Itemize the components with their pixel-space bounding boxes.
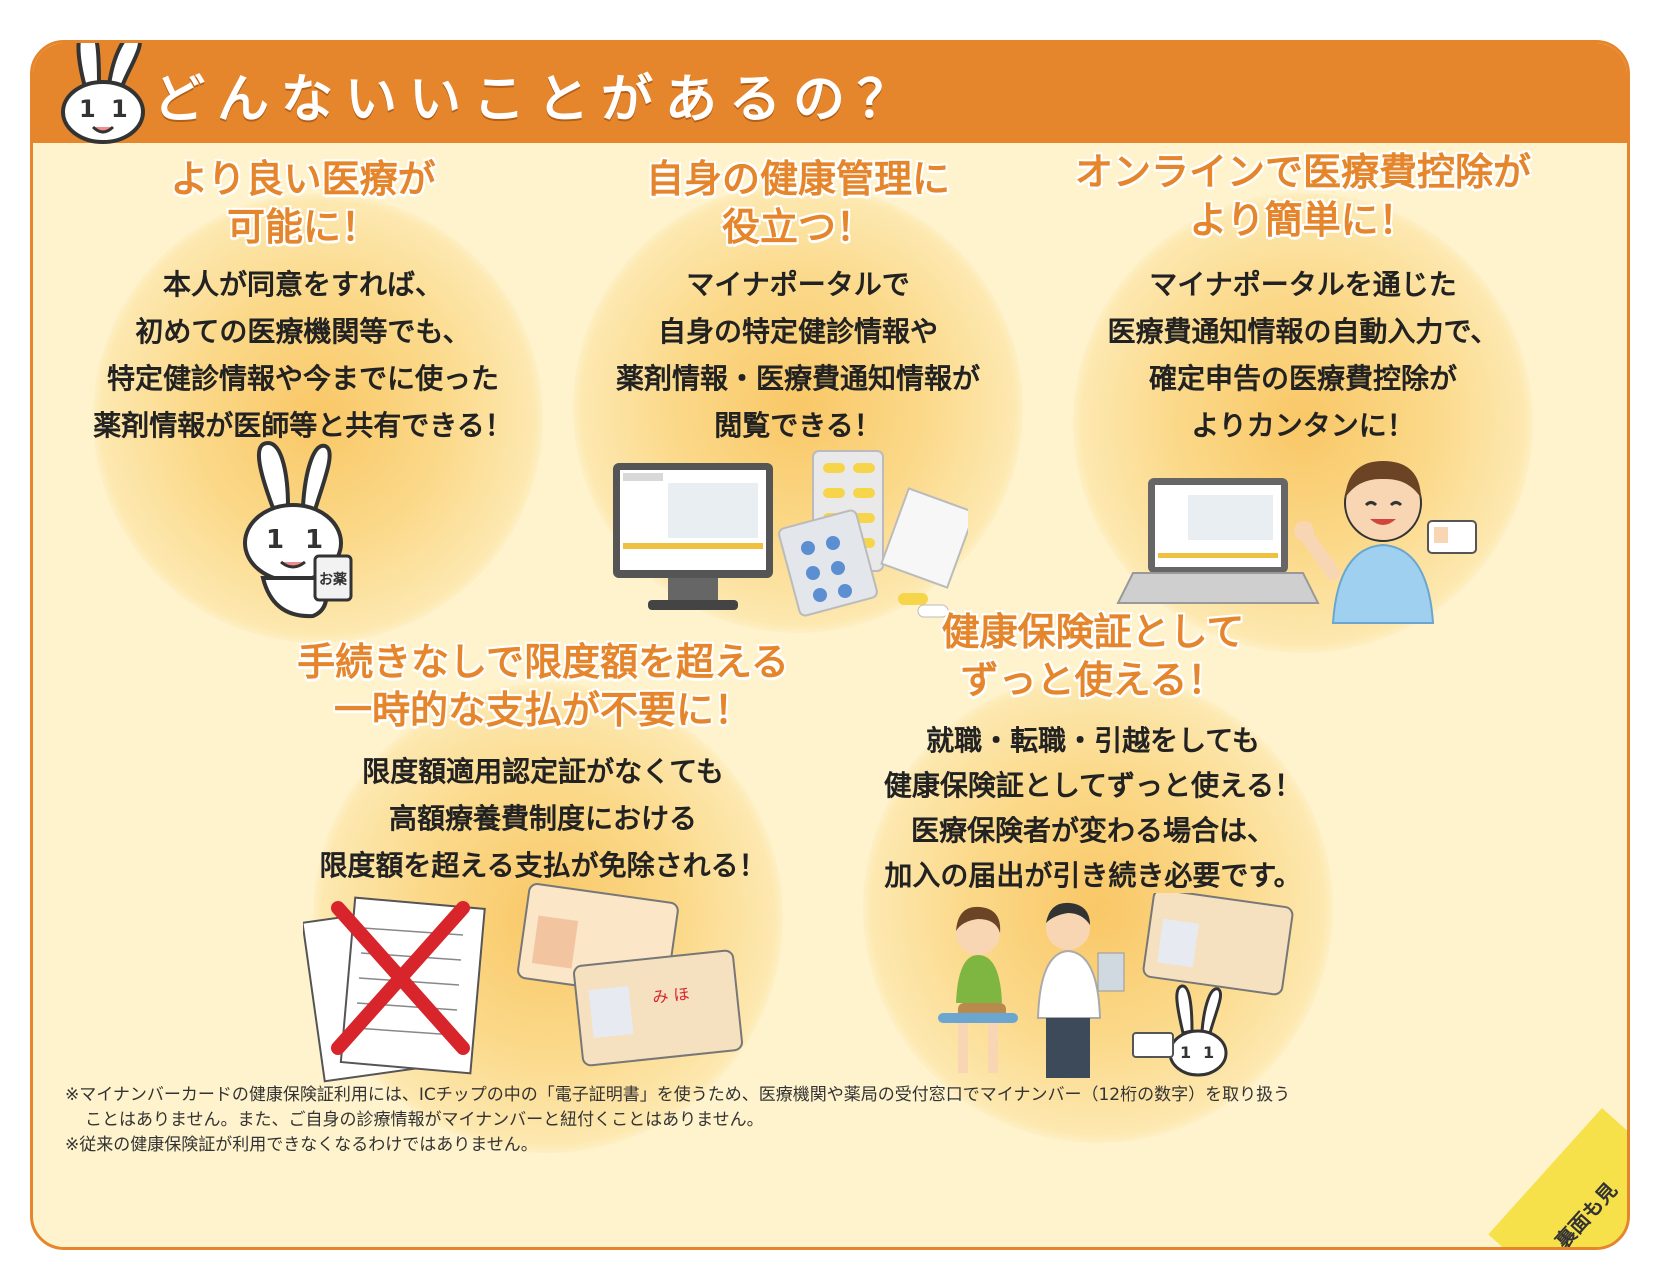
footnote-1: ※マイナンバーカードの健康保険証利用には、ICチップの中の「電子証明書」を使うた… xyxy=(65,1085,1291,1105)
benefit-health-management: 自身の健康管理に 役立つ！ マイナポータルで 自身の特定健診情報や 薬剤情報・医… xyxy=(548,155,1048,449)
svg-text:1: 1 xyxy=(79,95,96,123)
benefit-continued-use: 健康保険証として ずっと使える！ 就職・転職・引越をしても 健康保険証としてずっ… xyxy=(833,608,1353,898)
benefit-title: オンラインで医療費控除が より簡単に！ xyxy=(1074,150,1531,242)
svg-text:1: 1 xyxy=(1180,1043,1191,1062)
benefit-description: 就職・転職・引越をしても 健康保険証としてずっと使える！ 医療保険者が変わる場合… xyxy=(883,724,1303,892)
benefit-description: マイナポータルで 自身の特定健診情報や 薬剤情報・医療費通知情報が 閲覧できる！ xyxy=(615,268,980,442)
benefit-description: 本人が同意をすれば、 初めての医療機関等でも、 特定健診情報や今までに使った 薬… xyxy=(93,268,513,442)
benefit-online-deduction: オンラインで医療費控除が より簡単に！ マイナポータルを通じた 医療費通知情報の… xyxy=(1043,148,1563,449)
benefit-description: マイナポータルを通じた 医療費通知情報の自動入力で、 確定申告の医療費控除が よ… xyxy=(1107,268,1499,442)
benefits-panel: どんないいことがあるの？ 1 1 より良い医療が 可能に！ 本人が同意をすれば、… xyxy=(30,40,1630,1250)
benefit-title: 健康保険証として ずっと使える！ xyxy=(941,610,1245,702)
svg-text:1: 1 xyxy=(111,95,128,123)
footnote-1-continued: ことはありません。また、ご自身の診療情報がマイナンバーと紐付くことはありません。 xyxy=(85,1110,764,1130)
page-title: どんないいことがあるの？ xyxy=(153,70,922,130)
laptop-and-person-icon xyxy=(1116,461,1477,624)
svg-text:1: 1 xyxy=(266,525,284,555)
benefit-title: 手続きなしで限度額を超える 一時的な支払が不要に！ xyxy=(297,640,789,732)
footnotes: ※マイナンバーカードの健康保険証利用には、ICチップの中の「電子証明書」を使うた… xyxy=(65,1083,1525,1158)
benefit-description: 限度額適用認定証がなくても 高額療養費制度における 限度額を超える支払が免除され… xyxy=(319,755,767,882)
monitor-and-medicine-icon xyxy=(613,450,968,618)
svg-text:1: 1 xyxy=(305,525,323,555)
crossed-out-forms-and-cards-icon: み ほ xyxy=(303,883,743,1083)
benefit-no-upfront-payment: 手続きなしで限度額を超える 一時的な支払が不要に！ 限度額適用認定証がなくても … xyxy=(248,638,838,889)
header-bar: どんないいことがあるの？ xyxy=(33,43,1627,143)
mascot-rabbit-icon: 1 1 xyxy=(61,43,145,144)
svg-text:み ほ: み ほ xyxy=(651,984,690,1007)
benefit-better-care: より良い医療が 可能に！ 本人が同意をすれば、 初めての医療機関等でも、 特定健… xyxy=(53,155,553,449)
footnote-2: ※従来の健康保険証が利用できなくなるわけではありません。 xyxy=(65,1135,538,1155)
benefit-title: 自身の健康管理に 役立つ！ xyxy=(645,157,950,249)
rabbit-with-medicine-book-icon: 1 1 お薬 xyxy=(243,440,353,619)
patient-doctor-and-card-icon: 1 1 xyxy=(938,893,1294,1078)
benefit-title: より良い医療が 可能に！ xyxy=(170,157,436,249)
svg-text:お薬: お薬 xyxy=(319,571,347,588)
svg-text:1: 1 xyxy=(1203,1043,1214,1062)
